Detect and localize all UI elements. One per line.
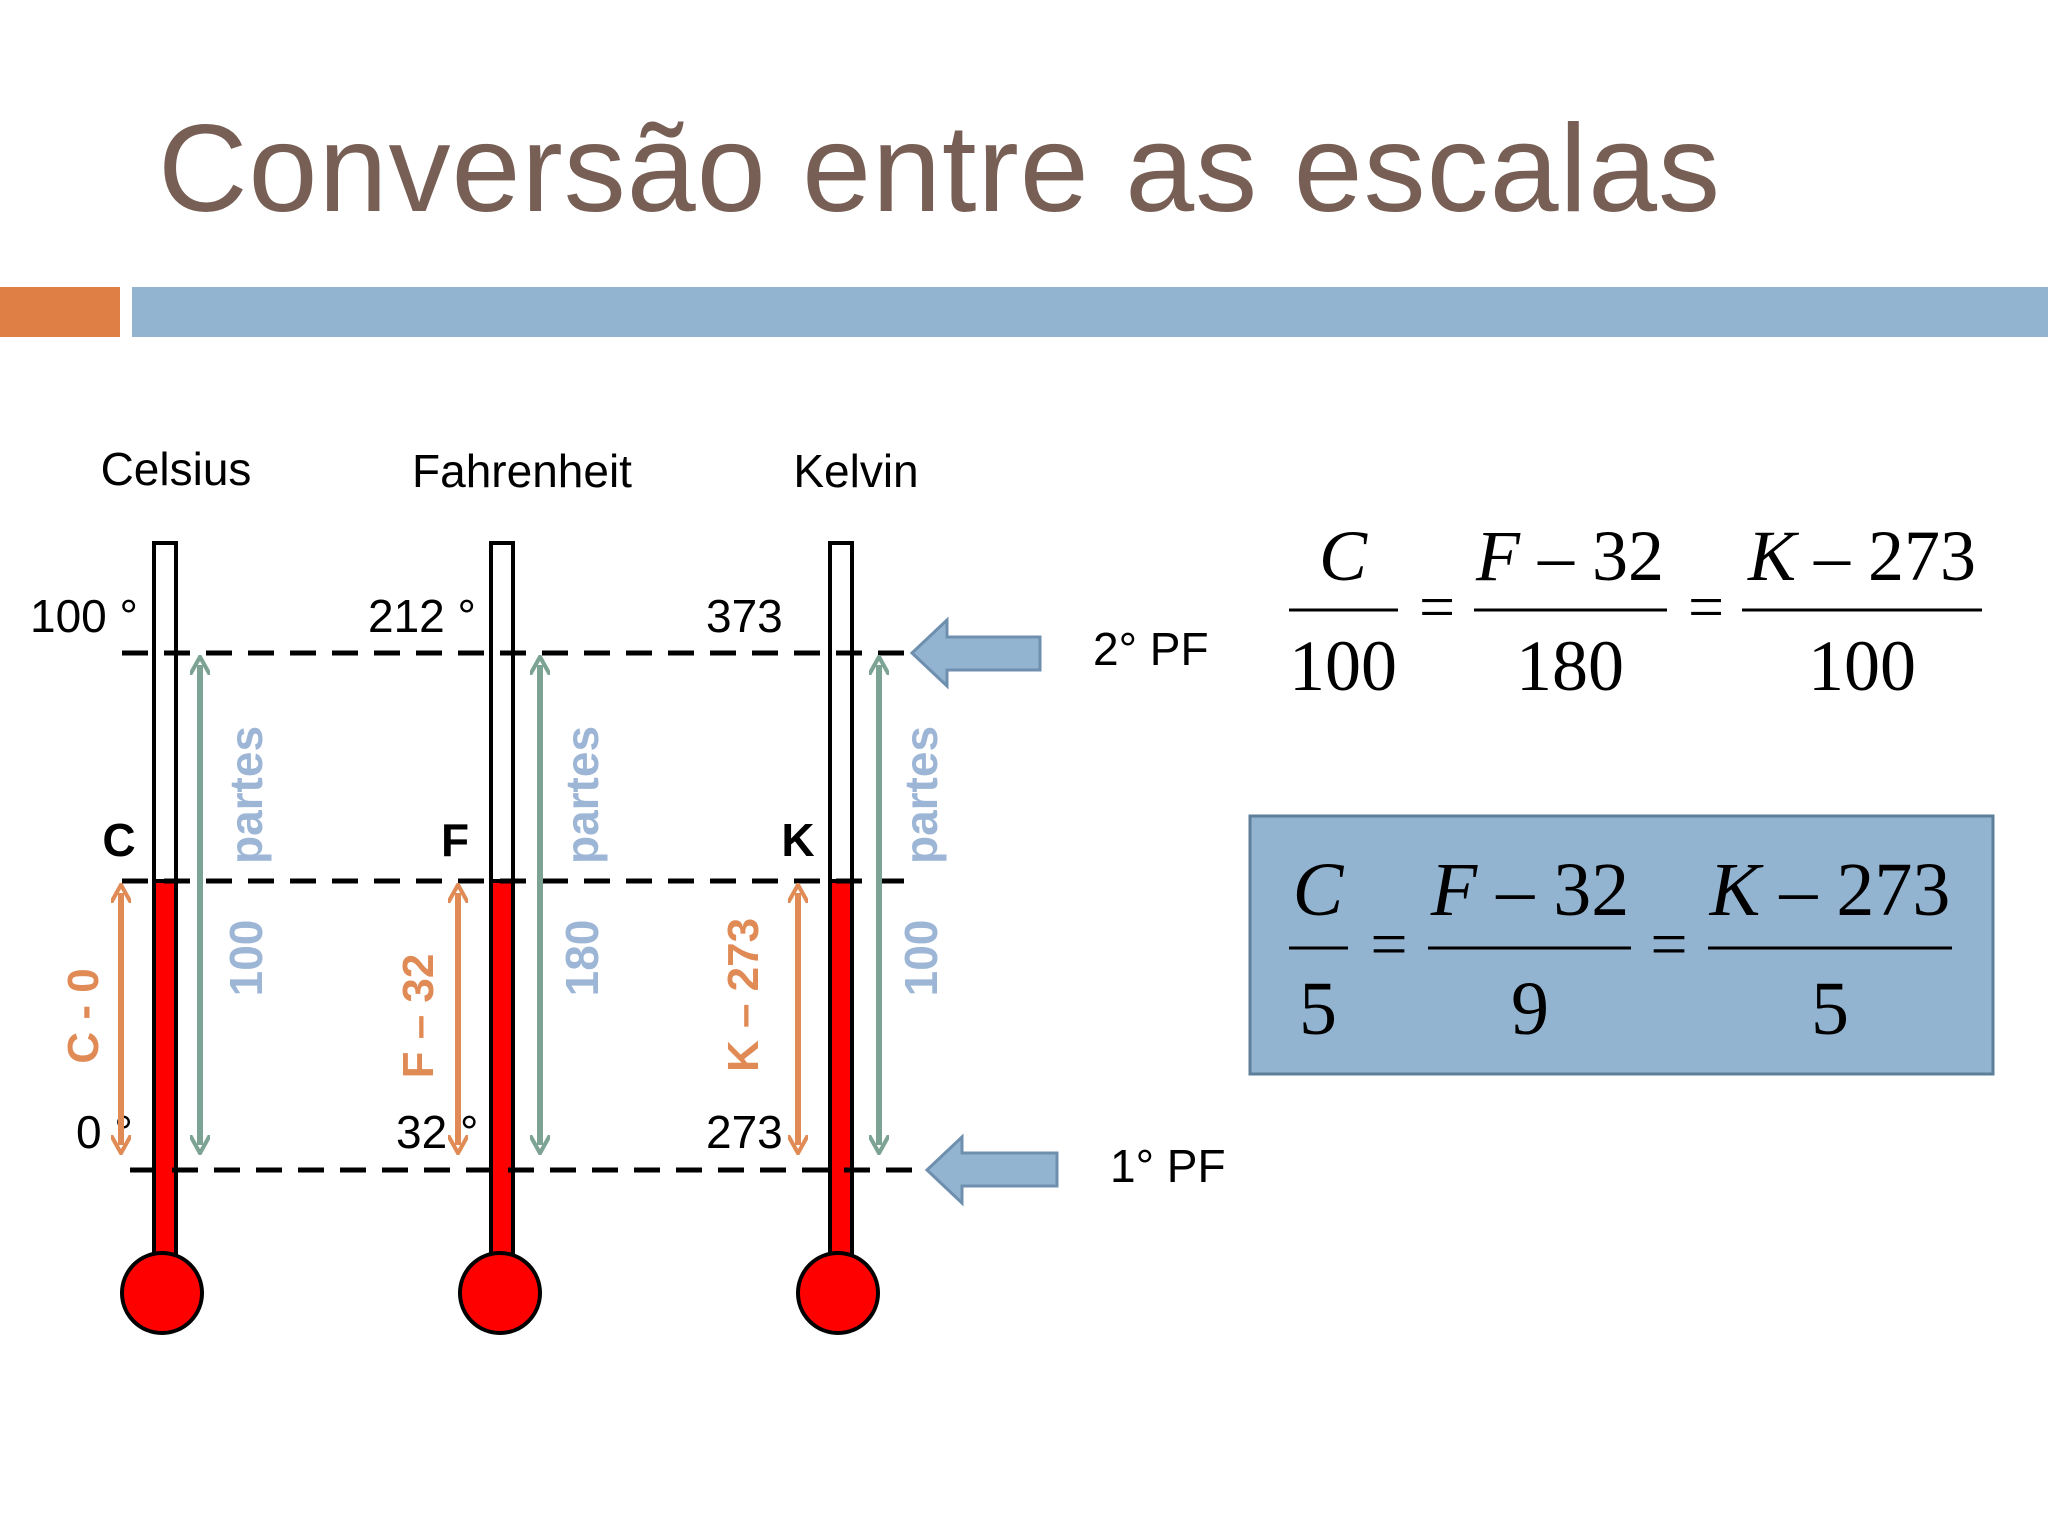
- formula2-numerator-3: K – 273: [1709, 848, 1951, 932]
- first-fixed-point-label: 1° PF: [1110, 1140, 1226, 1192]
- formula2-denominator-3: 5: [1811, 967, 1849, 1051]
- formula1-denominator-2: 180: [1516, 626, 1624, 706]
- formula1-equals-2: =: [1688, 571, 1724, 642]
- mercury-kelvin: [828, 879, 854, 1263]
- letter-fahrenheit: F: [441, 814, 469, 866]
- simplified-formula-box: [1248, 814, 1995, 1076]
- conversion-formula: C 100 = F – 32 180 = K – 273 100: [1289, 516, 1982, 706]
- tube-fahrenheit: [489, 541, 515, 885]
- difference-label-kelvin: K – 273: [719, 918, 768, 1072]
- formula1-numerator-3: K – 273: [1747, 516, 1976, 596]
- bulb-celsius: [120, 1251, 204, 1335]
- parts-count-kelvin: 100: [895, 920, 947, 997]
- accent-bar: [0, 287, 120, 337]
- parts-word-fahrenheit: partes: [556, 726, 608, 864]
- parts-count-fahrenheit: 180: [556, 920, 608, 997]
- formula2-equals-2: =: [1650, 908, 1687, 981]
- second-fixed-point-arrow: [909, 616, 1042, 690]
- bulb-kelvin: [796, 1251, 880, 1335]
- lower-value-celsius: 0 °: [76, 1106, 133, 1158]
- first-fixed-point-arrow: [924, 1133, 1059, 1207]
- lower-value-kelvin: 273: [706, 1106, 783, 1158]
- formula1-numerator-2: F – 32: [1475, 516, 1664, 596]
- scale-name-kelvin: Kelvin: [793, 445, 918, 497]
- lower-value-fahrenheit: 32 °: [396, 1106, 478, 1158]
- mercury-celsius: [152, 879, 178, 1263]
- tube-celsius: [152, 541, 178, 885]
- second-fixed-point-label: 2° PF: [1093, 623, 1209, 675]
- difference-label-fahrenheit: F – 32: [394, 954, 443, 1079]
- bulb-fahrenheit: [458, 1251, 542, 1335]
- formula2-numerator-1: C: [1293, 848, 1345, 932]
- formula2-numerator-2: F – 32: [1430, 848, 1629, 932]
- title-rule-bar: [132, 287, 2048, 337]
- letter-celsius: C: [102, 814, 135, 866]
- tube-kelvin: [828, 541, 854, 885]
- parts-word-kelvin: partes: [895, 726, 947, 864]
- parts-count-celsius: 100: [220, 920, 272, 997]
- formula1-denominator-3: 100: [1808, 626, 1916, 706]
- scale-name-celsius: Celsius: [101, 443, 252, 495]
- upper-value-fahrenheit: 212 °: [368, 590, 476, 642]
- simplified-formula: C 5 = F – 32 9 = K – 273 5: [1289, 848, 1952, 1051]
- scale-name-fahrenheit: Fahrenheit: [412, 445, 632, 497]
- formula1-denominator-1: 100: [1289, 626, 1397, 706]
- mercury-fahrenheit: [489, 879, 515, 1263]
- letter-kelvin: K: [781, 814, 814, 866]
- slide-title: Conversão entre as escalas: [158, 100, 1722, 238]
- upper-value-kelvin: 373: [706, 590, 783, 642]
- parts-word-celsius: partes: [220, 726, 272, 864]
- upper-value-celsius: 100 °: [30, 590, 138, 642]
- difference-label-celsius: C - 0: [59, 968, 108, 1063]
- formula1-numerator-1: C: [1319, 516, 1368, 596]
- formula2-denominator-1: 5: [1299, 967, 1337, 1051]
- formula2-denominator-2: 9: [1511, 967, 1549, 1051]
- formula2-equals-1: =: [1370, 908, 1407, 981]
- formula1-equals-1: =: [1419, 571, 1455, 642]
